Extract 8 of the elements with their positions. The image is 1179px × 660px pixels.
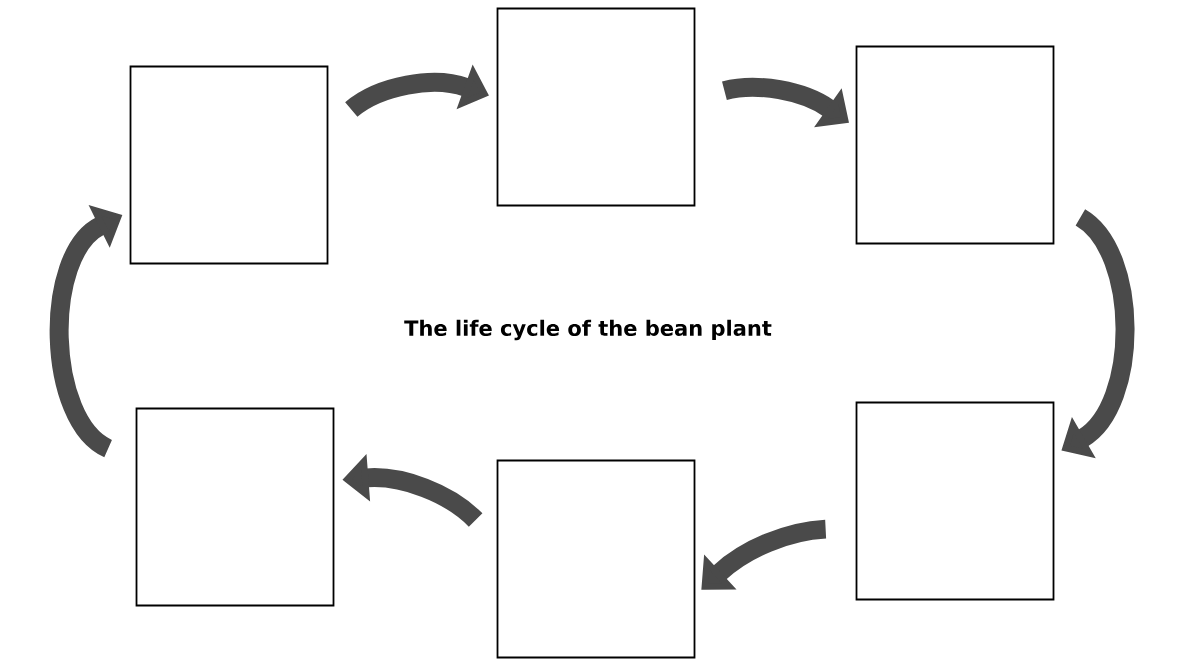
empty-box [129, 65, 329, 265]
empty-box [855, 401, 1055, 601]
empty-box [135, 407, 335, 607]
empty-box [496, 7, 696, 207]
curved-arrow [701, 519, 827, 590]
title: The life cycle of the bean plant [404, 319, 772, 341]
empty-box [496, 459, 696, 659]
empty-box [855, 45, 1055, 245]
